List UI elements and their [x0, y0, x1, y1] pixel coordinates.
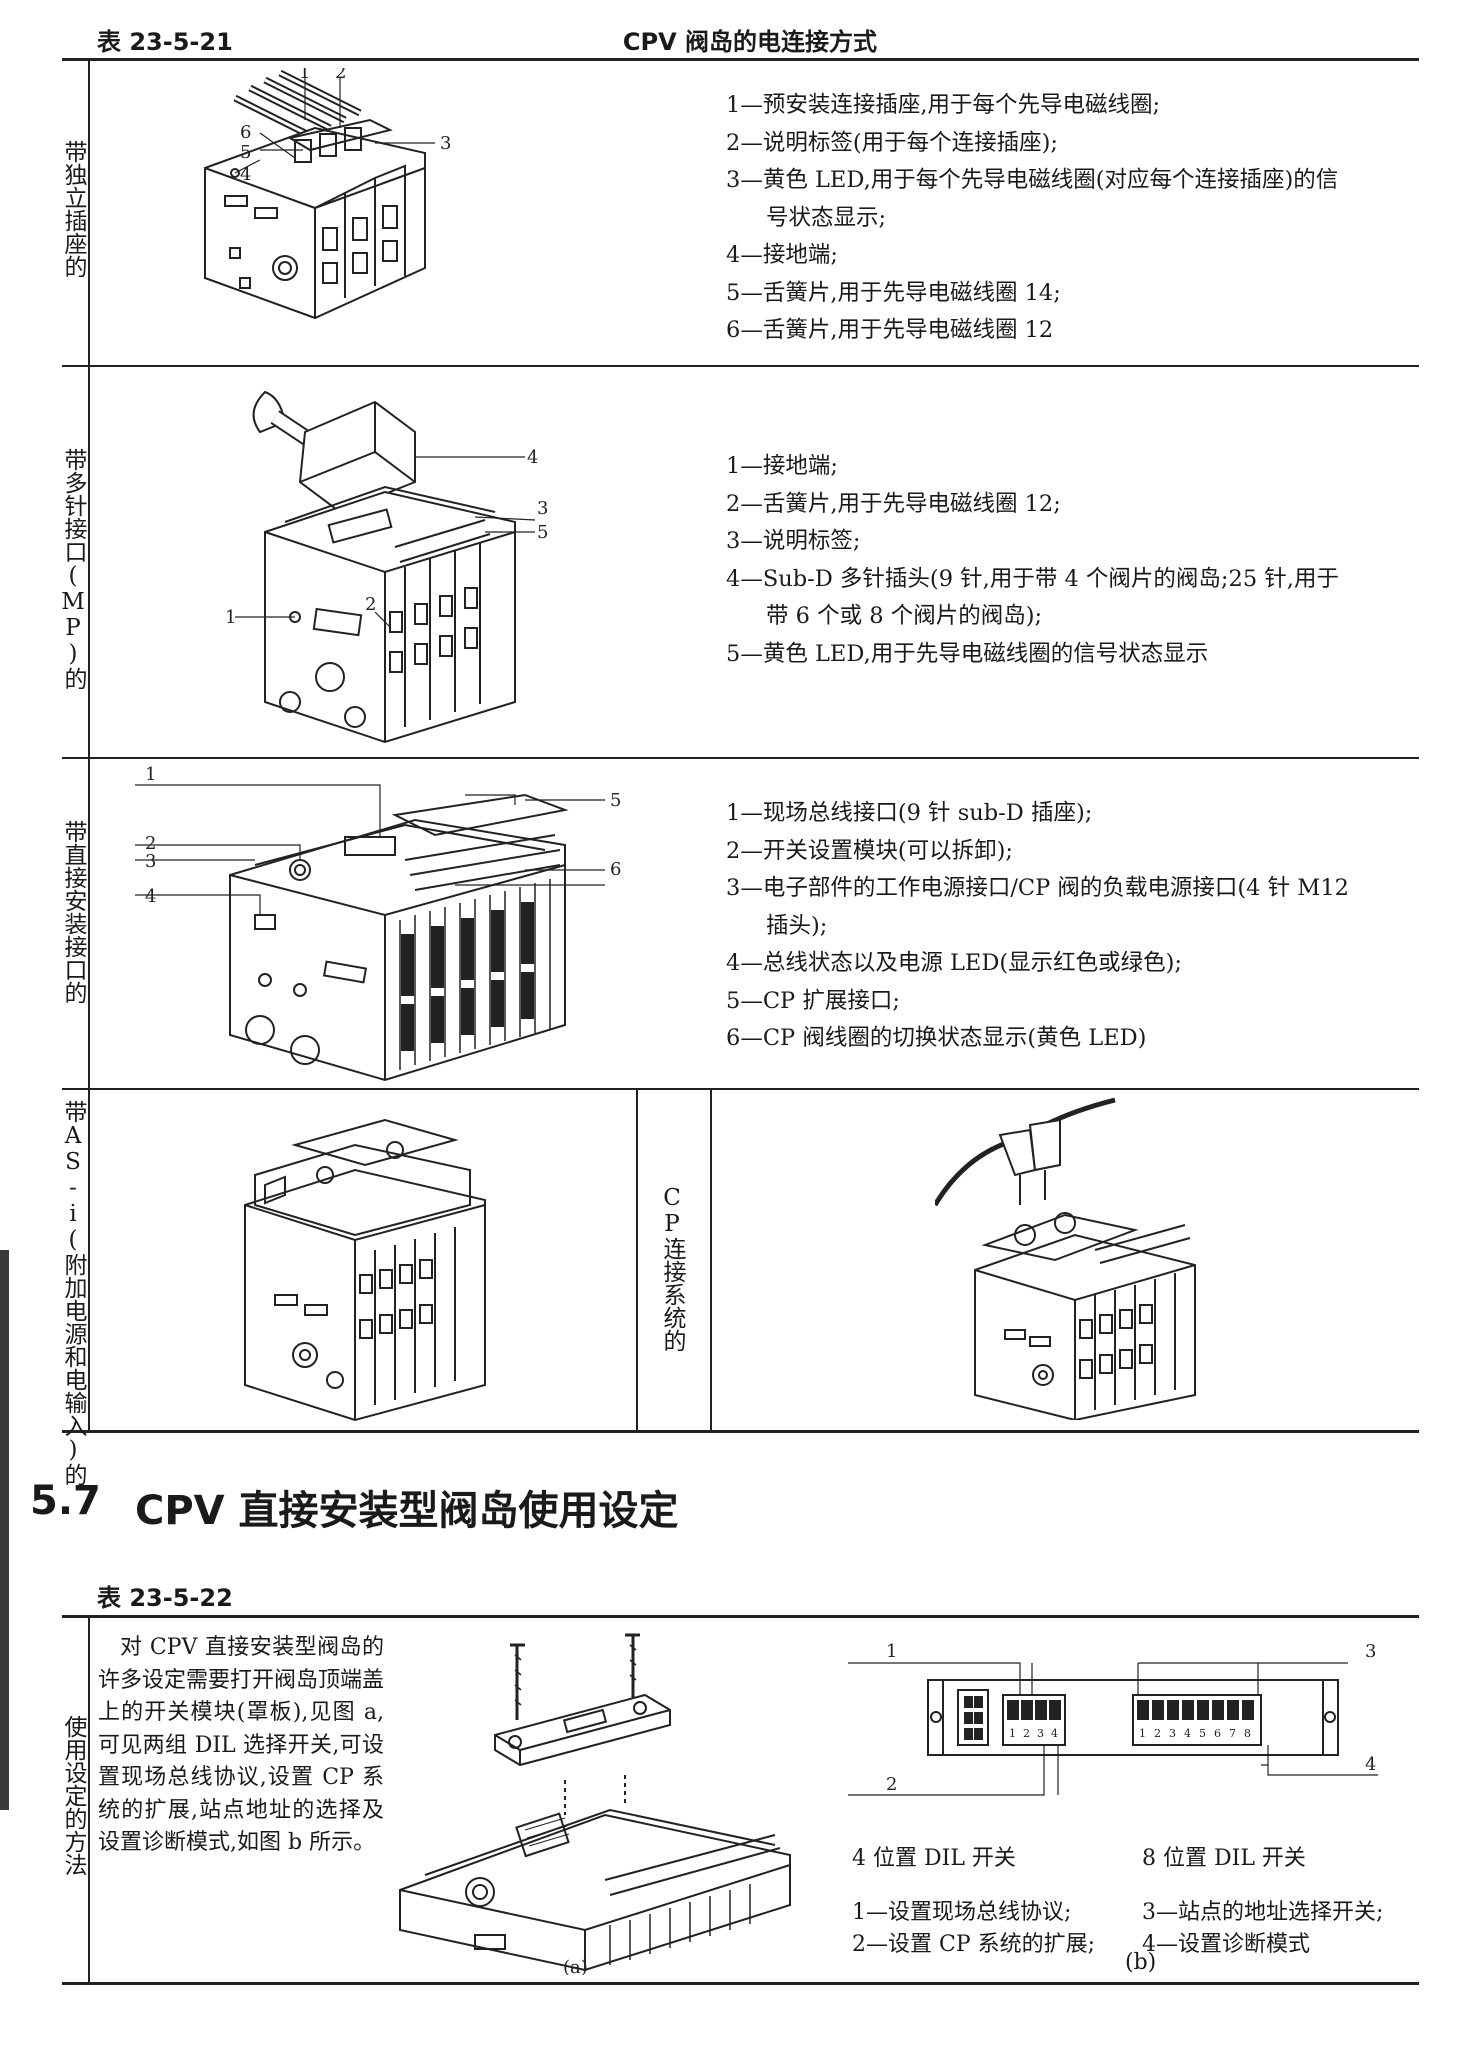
callout-3: 3 [1365, 1641, 1376, 1662]
legend-individual-sockets: 1—预安装连接插座,用于每个先导电磁线圈; 2—说明标签(用于每个连接插座); … [726, 87, 1338, 350]
switch4-digit: 4 [1051, 1727, 1058, 1740]
legend-item: 3—站点的地址选择开关; [1142, 1900, 1384, 1925]
legend-item: 5—CP 扩展接口; [726, 987, 900, 1014]
legend-item: 插头); [766, 912, 828, 939]
figure-multipin: 1 2 3 4 5 [225, 390, 548, 744]
callout-2: 2 [145, 833, 156, 854]
legend-item: 1—设置现场总线协议; [852, 1900, 1072, 1925]
callout-2: 2 [886, 1774, 897, 1795]
callout-1: 1 [886, 1641, 897, 1662]
figure-b-legend-right: 3—站点的地址选择开关; 4—设置诊断模式 [1142, 1897, 1383, 1961]
section-number: 5.7 [30, 1478, 101, 1524]
table1-row4-divider [710, 1088, 712, 1431]
figure-a-caption: (a) [563, 1957, 588, 1975]
figure-b-caption: (b) [1125, 1950, 1157, 1975]
table2-number: 表 23-5-22 [97, 1584, 233, 1612]
legend-item: 3—说明标签; [726, 528, 861, 554]
legend-item: 3—黄色 LED,用于每个先导电磁线圈(对应每个连接插座)的信 [726, 167, 1339, 193]
switch4-digit: 2 [1023, 1727, 1030, 1740]
switch4-label: 4 位置 DIL 开关 [852, 1846, 1016, 1871]
section-title: CPV 直接安装型阀岛使用设定 [135, 1488, 679, 1534]
figure-b-dil-switches: 1 2 3 4 1 2 3 4 1 2 3 4 5 6 7 8 [848, 1641, 1378, 1796]
table2-column-divider [88, 1615, 90, 1983]
table2-bottom-rule [62, 1982, 1419, 1985]
legend-item: 2—说明标签(用于每个连接插座); [726, 129, 1058, 156]
table1-row-divider [62, 1088, 1419, 1090]
callout-1: 1 [225, 607, 236, 628]
legend-item: 号状态显示; [766, 204, 887, 231]
callout-1: 1 [299, 68, 310, 83]
legend-item: 4—总线状态以及电源 LED(显示红色或绿色); [726, 950, 1183, 976]
table1-bottom-rule [62, 1430, 1419, 1433]
table1-top-rule [62, 58, 1419, 61]
callout-3: 3 [537, 498, 548, 519]
callout-4: 4 [527, 447, 538, 468]
legend-item: 带 6 个或 8 个阀片的阀岛); [766, 603, 1043, 629]
row-middle-label: CP连接系统的 [659, 1185, 685, 1352]
switch4-digit: 1 [1009, 1727, 1016, 1740]
legend-item: 4—Sub-D 多针插头(9 针,用于带 4 个阀片的阀岛;25 针,用于 [726, 565, 1339, 592]
figure-direct-mount: 1 2 3 4 5 6 [135, 765, 621, 1082]
settings-paragraph: 对 CPV 直接安装型阀岛的许多设定需要打开阀岛顶端盖上的开关模块(罩板),见图… [98, 1635, 385, 1855]
table1-row-divider [62, 365, 1419, 367]
callout-4: 4 [240, 164, 251, 185]
switch8-digit: 5 [1199, 1727, 1206, 1740]
page-edge-mark [0, 1250, 9, 1810]
row-label: 使用设定的方法 [60, 1715, 86, 1876]
switch8-label: 8 位置 DIL 开关 [1142, 1846, 1306, 1871]
row-label: 带AS-i(附加电源和电输入)的 [60, 1100, 86, 1486]
callout-1: 1 [145, 765, 156, 785]
switch8-digit: 6 [1214, 1727, 1221, 1740]
callout-3: 3 [145, 851, 156, 872]
table1-row4-divider [636, 1088, 638, 1431]
legend-multipin: 1—接地端; 2—舌簧片,用于先导电磁线圈 12; 3—说明标签; 4—Sub-… [726, 448, 1339, 673]
legend-item: 1—接地端; [726, 453, 838, 479]
figure-b-legend-left: 1—设置现场总线协议; 2—设置 CP 系统的扩展; [852, 1897, 1095, 1961]
legend-item: 2—舌簧片,用于先导电磁线圈 12; [726, 490, 1061, 517]
row-label: 带直接安装接口的 [60, 820, 86, 1004]
legend-item: 1—现场总线接口(9 针 sub-D 插座); [726, 800, 1093, 826]
legend-item: 6—舌簧片,用于先导电磁线圈 12 [726, 317, 1054, 343]
legend-item: 4—接地端; [726, 242, 838, 268]
callout-2: 2 [365, 594, 376, 615]
table1-title: CPV 阀岛的电连接方式 [622, 28, 878, 56]
legend-item: 4—设置诊断模式 [1142, 1932, 1310, 1957]
callout-6: 6 [240, 122, 251, 143]
legend-item: 5—黄色 LED,用于先导电磁线圈的信号状态显示 [726, 640, 1209, 667]
table1-number: 表 23-5-21 [97, 28, 233, 56]
callout-5: 5 [240, 142, 251, 163]
row-label: 带独立插座的 [60, 140, 86, 278]
callout-5: 5 [537, 522, 548, 543]
switch8-digit: 1 [1139, 1727, 1146, 1740]
switch4-digit: 3 [1037, 1727, 1044, 1740]
callout-4: 4 [1365, 1754, 1376, 1775]
callout-6: 6 [610, 859, 621, 880]
row-label: 带多针接口(MP)的 [60, 448, 86, 690]
callout-3: 3 [440, 133, 451, 154]
legend-direct-mount: 1—现场总线接口(9 针 sub-D 插座); 2—开关设置模块(可以拆卸); … [726, 795, 1349, 1058]
callout-5: 5 [610, 790, 621, 811]
legend-item: 5—舌簧片,用于先导电磁线圈 14; [726, 279, 1061, 306]
figure-a-switch-module: (a) [399, 1633, 791, 1975]
switch8-digit: 2 [1154, 1727, 1161, 1740]
legend-item: 6—CP 阀线圈的切换状态显示(黄色 LED) [726, 1025, 1147, 1051]
table1-column-divider [88, 58, 90, 1431]
callout-4: 4 [145, 886, 156, 907]
legend-item: 2—设置 CP 系统的扩展; [852, 1932, 1096, 1957]
figure-individual-sockets: 1 2 3 4 5 6 [204, 68, 451, 320]
table1-row-divider [62, 757, 1419, 759]
table2-top-rule [62, 1615, 1419, 1618]
legend-item: 1—预安装连接插座,用于每个先导电磁线圈; [726, 92, 1161, 118]
figure-cp-connection [935, 1097, 1196, 1420]
switch8-digit: 3 [1169, 1727, 1176, 1740]
figure-asi [244, 1118, 486, 1422]
legend-item: 2—开关设置模块(可以拆卸); [726, 837, 1013, 864]
switch8-digit: 7 [1229, 1727, 1236, 1740]
switch8-digit: 4 [1184, 1727, 1191, 1740]
callout-2: 2 [335, 68, 346, 83]
legend-item: 3—电子部件的工作电源接口/CP 阀的负载电源接口(4 针 M12 [726, 875, 1349, 901]
switch8-digit: 8 [1244, 1727, 1251, 1740]
